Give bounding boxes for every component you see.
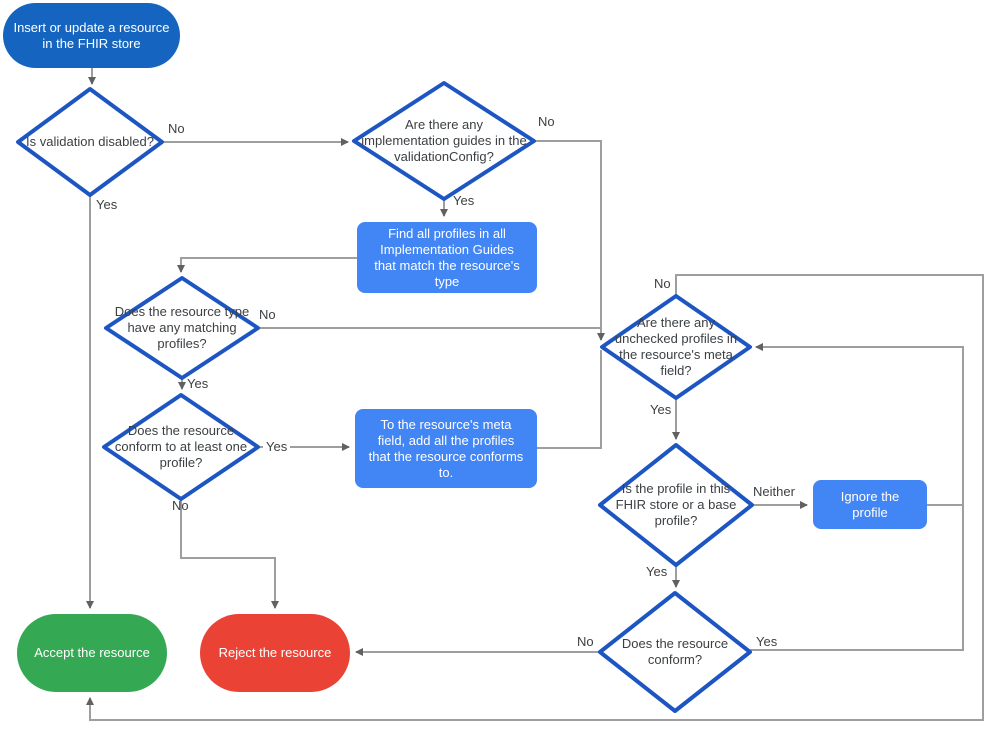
- decision-resource-conform-label: Does the resource conform?: [621, 636, 729, 667]
- decision-conform-one-shape: [102, 393, 260, 501]
- process-find-profiles: Find all profiles in all Implementation …: [357, 222, 537, 293]
- reject-node: Reject the resource: [200, 614, 350, 692]
- edge-label-unchecked-no: No: [654, 276, 671, 291]
- decision-matching-profiles-label: Does the resource type have any matching…: [114, 304, 250, 351]
- decision-validation-disabled-shape: [16, 87, 164, 197]
- edge-label-profile-neither: Neither: [753, 484, 795, 499]
- decision-unchecked-profiles-shape: [600, 294, 752, 400]
- edge-findprofiles-to-matching: [177, 257, 357, 273]
- edge-label-guides-no: No: [538, 114, 555, 129]
- edge-label-matching-no: No: [259, 307, 276, 322]
- decision-resource-conform-shape: [598, 591, 752, 713]
- edge-label-unchecked-yes: Yes: [650, 402, 672, 417]
- edge-label-validation-yes: Yes: [96, 197, 118, 212]
- process-add-profiles: To the resource's meta field, add all th…: [355, 409, 537, 488]
- accept-node: Accept the resource: [17, 614, 167, 692]
- edge-label-guides-yes: Yes: [453, 193, 475, 208]
- decision-matching-profiles-shape: [104, 276, 260, 380]
- decision-profile-in-store-shape: [598, 443, 754, 567]
- edge-guides-no-to-unchecked: [534, 140, 605, 341]
- edge-unchecked-no-to-accept: [86, 274, 984, 721]
- edge-label-matching-yes: Yes: [187, 376, 209, 391]
- edge-label-conform-one-yes: Yes: [263, 439, 291, 455]
- decision-unchecked-profiles-label: Are there any unchecked profiles in the …: [614, 315, 738, 378]
- decision-implementation-guides-label: Are there any implementation guides in t…: [361, 117, 527, 164]
- decision-conform-one-label: Does the resource conform to at least on…: [114, 423, 248, 470]
- edge-label-conform-yes: Yes: [756, 634, 778, 649]
- edge-addprofiles-join: [537, 350, 602, 449]
- edge-label-conform-one-no: No: [172, 498, 189, 513]
- decision-implementation-guides-shape: [352, 81, 536, 201]
- edge-label-profile-yes: Yes: [646, 564, 668, 579]
- edge-ignore-to-unchecked: [755, 343, 964, 506]
- start-node: Insert or update a resource in the FHIR …: [3, 3, 180, 68]
- process-ignore-profile: Ignore the profile: [813, 480, 927, 529]
- edge-conform-yes-join: [750, 506, 964, 651]
- edge-label-validation-no: No: [168, 121, 185, 136]
- edge-label-conform-no: No: [577, 634, 594, 649]
- decision-validation-disabled-label: Is validation disabled?: [26, 134, 154, 149]
- edge-conformone-no-to-reject: [180, 499, 279, 609]
- decision-profile-in-store-label: Is the profile in this FHIR store or a b…: [615, 481, 737, 528]
